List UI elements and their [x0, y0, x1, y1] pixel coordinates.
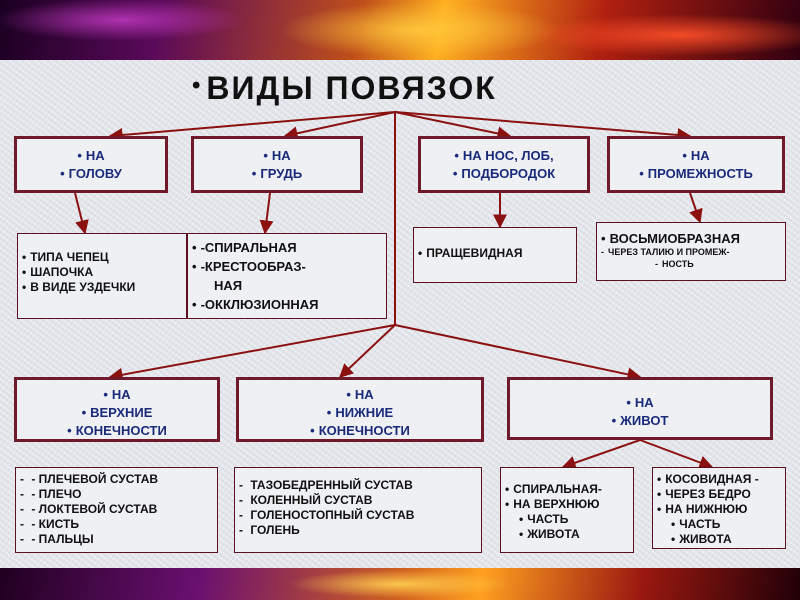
detail-upper-line-2: - - ПЛЕЧО [20, 487, 82, 501]
detail-spiral-line-1: •СПИРАЛЬНАЯ- [505, 482, 602, 496]
box-chest-line-1: •НА [263, 148, 291, 163]
detail-nose-line-1: •ПРАЩЕВИДНАЯ [418, 246, 523, 260]
detail-abdomen-spiral: •СПИРАЛЬНАЯ- •НА ВЕРХНЮЮ •ЧАСТЬ •ЖИВОТА [500, 467, 634, 553]
box-head: •НА •ГОЛОВУ [14, 136, 168, 193]
detail-upper-line-4: - - КИСТЬ [20, 517, 79, 531]
detail-spiral-line-3: •ЧАСТЬ [519, 512, 569, 526]
box-lower-line-2: •НИЖНИЕ [326, 405, 394, 420]
box-nose-line-2: •ПОДБОРОДОК [452, 166, 556, 181]
arrow-to-perineum [394, 111, 692, 142]
arrow-perineum-detail [689, 192, 703, 224]
box-lower-limbs: •НА •НИЖНИЕ •КОНЕЧНОСТИ [236, 377, 484, 442]
detail-upper-line-3: - - ЛОКТЕВОЙ СУСТАВ [20, 502, 158, 516]
detail-lower-line-2: - КОЛЕННЫЙ СУСТАВ [239, 493, 373, 507]
decorative-top-band [0, 0, 800, 60]
box-chest: •НА •ГРУДЬ [191, 136, 363, 193]
arrow-to-nose [394, 111, 512, 141]
title-text: ВИДЫ ПОВЯЗОК [206, 70, 497, 106]
detail-perineum-line-3: -НОСТЬ [655, 259, 694, 269]
box-chest-line-2: •ГРУДЬ [251, 166, 303, 181]
arrow-to-head [108, 111, 396, 142]
detail-chest: •-СПИРАЛЬНАЯ •-КРЕСТООБРАЗ- НАЯ •-ОККЛЮЗ… [187, 233, 387, 319]
box-lower-line-3: •КОНЕЧНОСТИ [310, 423, 410, 438]
detail-oblique-line-1: •КОСОВИДНАЯ - [657, 472, 759, 486]
detail-abdomen-oblique: •КОСОВИДНАЯ - •ЧЕРЕЗ БЕДРО •НА НИЖНЮЮ •Ч… [652, 467, 786, 549]
box-perineum-line-1: •НА [682, 148, 710, 163]
arrow-head-detail [74, 192, 89, 235]
box-upper-line-1: •НА [103, 387, 131, 402]
title-bullet-icon: • [192, 72, 203, 99]
box-lower-line-1: •НА [346, 387, 374, 402]
detail-lower-line-4: - ГОЛЕНЬ [239, 523, 300, 537]
box-head-line-2: •ГОЛОВУ [60, 166, 122, 181]
arrow-abdomen-spiral [561, 439, 641, 470]
detail-head: •ТИПА ЧЕПЕЦ •ШАПОЧКА •В ВИДЕ УЗДЕЧКИ [17, 233, 187, 319]
detail-chest-line-2: •-КРЕСТООБРАЗ- [192, 259, 306, 274]
detail-oblique-line-2: •ЧЕРЕЗ БЕДРО [657, 487, 751, 501]
box-upper-line-3: •КОНЕЧНОСТИ [67, 423, 167, 438]
box-abdomen-line-1: •НА [626, 395, 654, 410]
box-upper-line-2: •ВЕРХНИЕ [81, 405, 153, 420]
arrow-to-chest [283, 111, 396, 141]
detail-head-line-1: •ТИПА ЧЕПЕЦ [22, 250, 109, 264]
detail-oblique-line-3: •НА НИЖНЮЮ [657, 502, 748, 516]
box-upper-limbs: •НА •ВЕРХНИЕ •КОНЕЧНОСТИ [14, 377, 220, 442]
arrow-to-abdomen [394, 324, 642, 382]
detail-upper-line-1: - - ПЛЕЧЕВОЙ СУСТАВ [20, 472, 159, 486]
detail-chest-line-4: •-ОККЛЮЗИОННАЯ [192, 297, 319, 312]
detail-perineum-line-1: •ВОСЬМИОБРАЗНАЯ [601, 231, 740, 246]
detail-upper-line-5: - - ПАЛЬЦЫ [20, 532, 94, 546]
detail-lower-line-3: - ГОЛЕНОСТОПНЫЙ СУСТАВ [239, 508, 415, 522]
box-perineum-line-2: •ПРОМЕЖНОСТЬ [639, 166, 753, 181]
box-nose-forehead-chin: •НА НОС, ЛОБ, •ПОДБОРОДОК [418, 136, 590, 193]
detail-nose: •ПРАЩЕВИДНАЯ [413, 227, 577, 283]
box-perineum: •НА •ПРОМЕЖНОСТЬ [607, 136, 785, 193]
page-title: •ВИДЫ ПОВЯЗОК [192, 70, 612, 114]
detail-spiral-line-4: •ЖИВОТА [519, 527, 580, 541]
detail-perineum: •ВОСЬМИОБРАЗНАЯ -ЧЕРЕЗ ТАЛИЮ И ПРОМЕЖ- -… [596, 222, 786, 281]
arrow-to-upper-limbs [108, 324, 396, 382]
box-abdomen-line-2: •ЖИВОТ [611, 413, 669, 428]
arrow-abdomen-oblique [639, 439, 714, 470]
box-nose-line-1: •НА НОС, ЛОБ, [454, 148, 554, 163]
detail-chest-line-1: •-СПИРАЛЬНАЯ [192, 240, 297, 255]
detail-spiral-line-2: •НА ВЕРХНЮЮ [505, 497, 600, 511]
detail-head-line-2: •ШАПОЧКА [22, 265, 94, 279]
detail-perineum-line-2: -ЧЕРЕЗ ТАЛИЮ И ПРОМЕЖ- [601, 247, 730, 257]
detail-oblique-line-5: •ЖИВОТА [671, 532, 732, 546]
arrow-chest-detail [259, 192, 274, 235]
box-abdomen: •НА •ЖИВОТ [507, 377, 773, 440]
detail-lower-limbs: - ТАЗОБЕДРЕННЫЙ СУСТАВ - КОЛЕННЫЙ СУСТАВ… [234, 467, 482, 553]
box-head-line-1: •НА [77, 148, 105, 163]
arrow-to-lower-limbs [338, 324, 396, 378]
detail-lower-line-1: - ТАЗОБЕДРЕННЫЙ СУСТАВ [239, 478, 413, 492]
detail-oblique-line-4: •ЧАСТЬ [671, 517, 721, 531]
detail-chest-line-3: НАЯ [214, 278, 243, 293]
detail-upper-limbs: - - ПЛЕЧЕВОЙ СУСТАВ - - ПЛЕЧО - - ЛОКТЕВ… [15, 467, 218, 553]
detail-head-line-3: •В ВИДЕ УЗДЕЧКИ [22, 280, 136, 294]
decorative-bottom-band [0, 568, 800, 600]
